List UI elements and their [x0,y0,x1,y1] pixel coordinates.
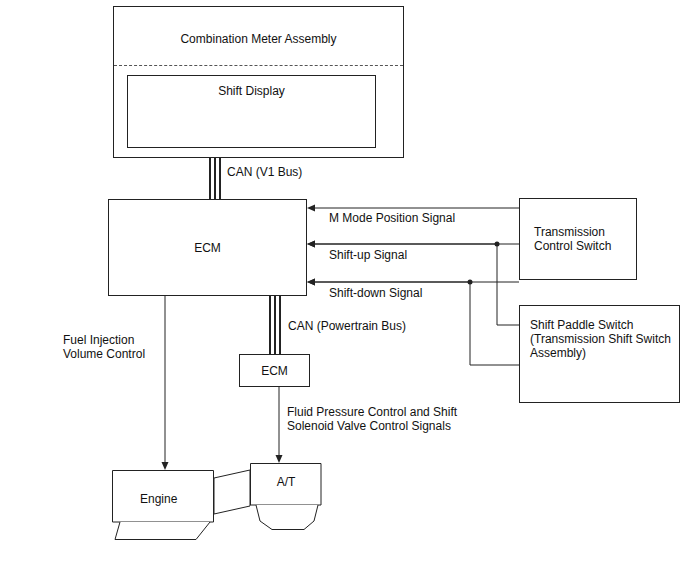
arrow-head [276,455,283,463]
wire [269,296,271,354]
signal-label: Shift-down Signal [328,286,423,300]
arrow-head [307,241,315,248]
signal-label: CAN (V1 Bus) [226,165,303,179]
switch-box: Transmission Control Switch [519,198,637,280]
node-title: ECM [244,364,305,378]
meter-assembly-box: Combination Meter AssemblyShift Display [113,6,404,158]
node-title: ECM [113,241,302,255]
signal-label: Fluid Pressure Control and Shift Solenoi… [286,405,488,433]
wire [313,208,519,209]
outline-part [251,464,322,506]
bus-line [210,158,220,199]
outline [250,463,322,530]
ecm-box: ECM [108,199,307,296]
arrow-head [162,462,169,470]
signal-line [162,296,169,470]
wire [219,158,221,199]
signal-label: Shift-up Signal [328,248,408,262]
paddle-switch-box: Shift Paddle Switch (Transmission Shift … [519,305,680,403]
arrow-head [307,205,315,212]
node-title: Transmission Control Switch [534,225,630,253]
junction-dot [468,280,473,285]
node-title: Shift Paddle Switch (Transmission Shift … [530,318,673,360]
bell-housing [214,470,250,514]
signal-label: CAN (Powertrain Bus) [287,319,407,333]
outline-part [115,522,210,540]
arrow-head [307,279,315,286]
signal-label: Fuel Injection Volume Control [62,333,160,361]
ecm-box: ECM [239,354,310,387]
wire [209,158,211,199]
wire [279,387,280,457]
node-title: Shift Display [134,84,369,98]
outline-part [256,505,318,530]
wire [313,244,519,325]
outline-part [113,471,214,523]
node-title: Combination Meter Assembly [120,32,397,46]
signal-line [307,241,519,326]
wire [165,296,166,464]
bus-line [270,296,280,354]
arrow-head [307,241,315,248]
node-title: Engine [140,492,210,506]
junction-dot [495,242,500,247]
dashed-divider [114,65,403,66]
arrow-head [307,279,315,286]
wire [279,296,281,354]
shift-display-box: Shift Display [127,75,376,148]
wire [274,296,276,354]
wire [214,158,216,199]
engine-shape: Engine [112,470,214,540]
transmission-shape: A/T [250,463,322,530]
node-title: A/T [254,475,318,489]
signal-label: M Mode Position Signal [328,211,456,225]
signal-line [276,387,283,463]
